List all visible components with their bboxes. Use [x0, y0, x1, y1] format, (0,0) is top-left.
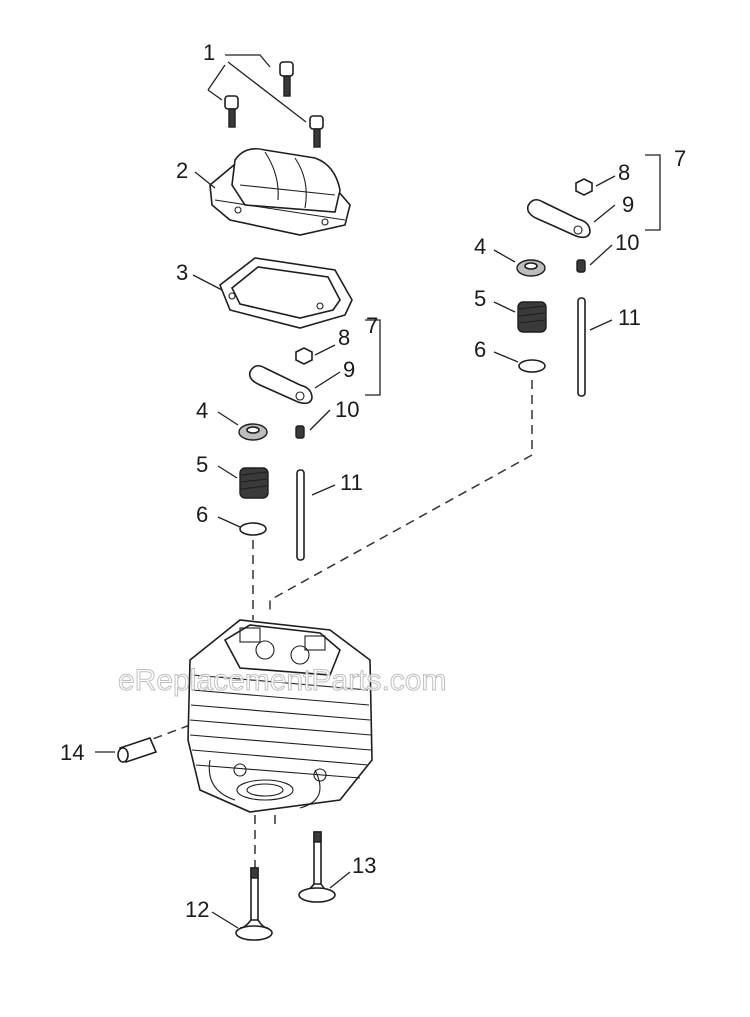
callout-5-left: 5 — [196, 452, 208, 477]
washer-part-6-right — [518, 359, 546, 373]
callout-5-right: 5 — [474, 286, 486, 311]
rocker-arm-part-9-right — [526, 198, 591, 239]
nut-part-8-left — [295, 347, 313, 365]
callout-10-left: 10 — [335, 397, 359, 422]
valve-cover-part-2 — [209, 147, 351, 236]
leader-3 — [192, 274, 223, 291]
spring-part-5-left — [239, 467, 269, 499]
valve-part-12 — [235, 867, 273, 941]
cylinder-head-assembly — [187, 619, 373, 813]
callout-6-left: 6 — [196, 502, 208, 527]
nut-part-8-right — [575, 178, 593, 196]
leader-2 — [194, 171, 216, 189]
leaders-left-assembly — [217, 319, 381, 528]
callout-14: 14 — [60, 740, 84, 765]
pushrod-part-11-left — [296, 469, 305, 561]
pivot-part-10-left — [295, 425, 305, 439]
callout-3: 3 — [176, 260, 188, 285]
callout-11-left: 11 — [340, 470, 363, 495]
leaders-right-assembly — [493, 154, 661, 363]
leaders-valves — [211, 871, 351, 929]
callout-9-right: 9 — [622, 192, 634, 217]
callout-labels: 1 2 3 7 8 9 10 11 4 5 6 7 8 9 10 11 4 5 … — [60, 40, 686, 922]
callout-6-right: 6 — [474, 337, 486, 362]
bolt-part-1 — [224, 61, 324, 148]
watermark: eReplacementParts.com — [118, 664, 446, 697]
washer-part-6-left — [239, 522, 267, 536]
pivot-part-10-right — [576, 259, 586, 273]
callout-13: 13 — [352, 853, 376, 878]
rocker-arm-part-9-left — [248, 364, 313, 405]
callout-10-right: 10 — [615, 230, 639, 255]
pushrod-part-11-right — [577, 297, 586, 397]
callout-4-right: 4 — [474, 234, 486, 259]
callout-11-right: 11 — [618, 305, 641, 330]
leader-1 — [207, 54, 307, 123]
callout-8-left: 8 — [338, 325, 350, 350]
callout-7-left: 7 — [366, 313, 378, 338]
gasket-part-3 — [219, 257, 353, 329]
callout-4-left: 4 — [196, 398, 208, 423]
callout-8-right: 8 — [618, 160, 630, 185]
callout-7-right: 7 — [674, 146, 686, 171]
pin-part-14 — [117, 737, 158, 763]
callout-1: 1 — [203, 40, 215, 65]
spring-part-5-right — [517, 301, 547, 333]
callout-2: 2 — [176, 158, 188, 183]
retainer-part-4-right — [516, 259, 546, 277]
valve-part-13 — [298, 831, 336, 903]
callout-9-left: 9 — [343, 357, 355, 382]
retainer-part-4-left — [238, 423, 268, 441]
callout-12: 12 — [185, 897, 209, 922]
